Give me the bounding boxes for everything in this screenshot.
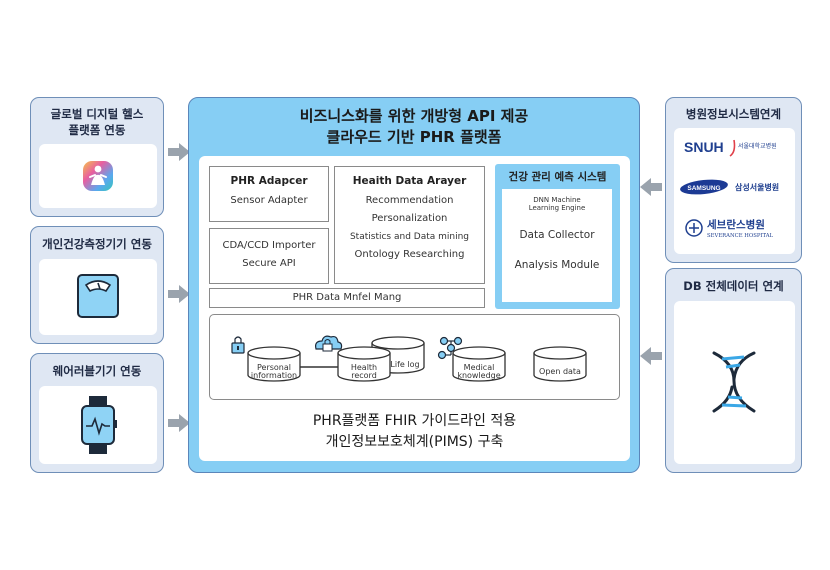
arrow-left-icon — [640, 178, 662, 196]
scale-icon — [77, 274, 119, 318]
medical-knowledge-store: Medical knowledge — [452, 346, 506, 382]
health-data-array-box: Heaith Data Arayer Recommendation Person… — [334, 166, 485, 284]
health-store-label-1: Health — [351, 363, 377, 372]
lock-icon — [231, 336, 245, 354]
severance-sub: SEVERANCE HOSPITAL — [707, 233, 774, 239]
samsung-sub: 삼성서울병원 — [735, 182, 779, 192]
data-mang-bar: PHR Data Mnfel Mang — [209, 288, 485, 308]
hospital-logos-area: SNUH 서울대학교병원 SAMSUNG 삼성서울병원 세브란스병원 SEVER… — [674, 128, 795, 254]
open-data-store: Open data — [533, 346, 587, 382]
panel-image-area — [39, 144, 157, 208]
network-icon — [437, 336, 463, 360]
importer-line: CDA/CCD Importer — [222, 240, 316, 251]
secure-api-line: Secure API — [242, 258, 296, 269]
statistics-line: Statistics and Data mining — [349, 232, 470, 242]
snuh-sub: 서울대학교병원 — [738, 142, 777, 150]
panel-global-health: 글로벌 디지털 헬스 플랫폼 연동 — [30, 97, 164, 217]
data-array-title: Heaith Data Arayer — [352, 175, 467, 187]
personal-store-label-1: Personal — [257, 363, 291, 372]
importer-box: CDA/CCD Importer Secure API — [209, 228, 329, 284]
phr-adapter-box: PHR Adapcer Sensor Adapter — [209, 166, 329, 222]
medical-store-label-2: knowledge — [457, 371, 500, 380]
adapter-line: Sensor Adapter — [230, 195, 308, 206]
arrow-right-icon — [168, 143, 190, 161]
prediction-system-body: DNN Machine Learning Engine Data Collect… — [502, 189, 612, 302]
severance-logo: 세브란스병원 — [707, 218, 765, 231]
samsung-logo: SAMSUNG — [687, 185, 720, 192]
health-store-label-2: record — [351, 371, 377, 380]
panel-hospital-systems: 병원정보시스템연계 SNUH 서울대학교병원 SAMSUNG 삼성서울병원 세브… — [665, 97, 802, 263]
panel-title: 웨어러블기기 연동 — [52, 364, 142, 378]
fhir-guideline-text: PHR플랫폼 FHIR 가이드라인 적용 — [312, 413, 517, 429]
life-log-label: Life log — [390, 360, 419, 369]
snuh-logo: SNUH — [684, 139, 724, 155]
ontology-line: Ontology Researching — [354, 249, 465, 260]
hospital-logos: SNUH 서울대학교병원 SAMSUNG 삼성서울병원 세브란스병원 SEVER… — [680, 139, 779, 239]
panel-personal-device: 개인건강측정기기 연동 — [30, 226, 164, 344]
panel-title: 병원정보시스템연계 — [685, 107, 782, 121]
medical-store-label-1: Medical — [464, 363, 495, 372]
panel-title: DB 전체데이터 연계 — [683, 279, 784, 293]
smartwatch-icon — [81, 396, 117, 454]
adapter-title: PHR Adapcer — [230, 175, 308, 187]
health-app-icon — [83, 161, 113, 191]
engine-label: DNN Machine Learning Engine — [528, 196, 586, 212]
personal-info-store: Personal information — [247, 346, 301, 382]
panel-wearable: 웨어러블기기 연동 — [30, 353, 164, 473]
collector-label: Data Collector — [519, 229, 595, 241]
dna-icon — [712, 351, 756, 413]
arrow-left-icon — [640, 347, 662, 365]
personalization-line: Personalization — [371, 213, 448, 224]
personal-store-label-2: information — [251, 371, 297, 380]
platform-body: PHR Adapcer Sensor Adapter CDA/CCD Impor… — [199, 156, 630, 461]
phr-platform-panel: 비즈니스화를 위한 개방형 API 제공 클라우드 기반 PHR 플랫폼 PHR… — [188, 97, 640, 473]
recommendation-line: Recommendation — [365, 195, 454, 206]
platform-title-line2: 클라우드 기반 PHR 플랫폼 — [326, 128, 502, 146]
platform-title-line1: 비즈니스화를 위한 개방형 API 제공 — [299, 107, 529, 125]
analysis-module-label: Analysis Module — [514, 259, 600, 271]
panel-image-area — [39, 386, 157, 464]
panel-db-integration: DB 전체데이터 연계 — [665, 268, 802, 473]
prediction-system-title: 건강 관리 예측 시스템 — [508, 171, 607, 183]
db-image-area — [674, 301, 795, 464]
pims-text: 개인정보보호체계(PIMS) 구축 — [325, 434, 504, 450]
panel-title: 개인건강측정기기 연동 — [42, 237, 152, 251]
prediction-system-box: 건강 관리 예측 시스템 DNN Machine Learning Engine… — [495, 164, 620, 309]
mang-label: PHR Data Mnfel Mang — [292, 292, 402, 303]
health-record-store: Health record — [337, 346, 391, 382]
cloud-lock-icon — [315, 335, 343, 352]
panel-image-area — [39, 259, 157, 335]
arrow-right-icon — [168, 414, 190, 432]
arrow-right-icon — [168, 285, 190, 303]
data-store-diagram: Personal information Life log Health rec… — [231, 335, 587, 382]
panel-title: 글로벌 디지털 헬스 플랫폼 연동 — [50, 107, 144, 137]
open-data-label: Open data — [539, 367, 581, 376]
data-store-area: Personal information Life log Health rec… — [209, 314, 620, 400]
